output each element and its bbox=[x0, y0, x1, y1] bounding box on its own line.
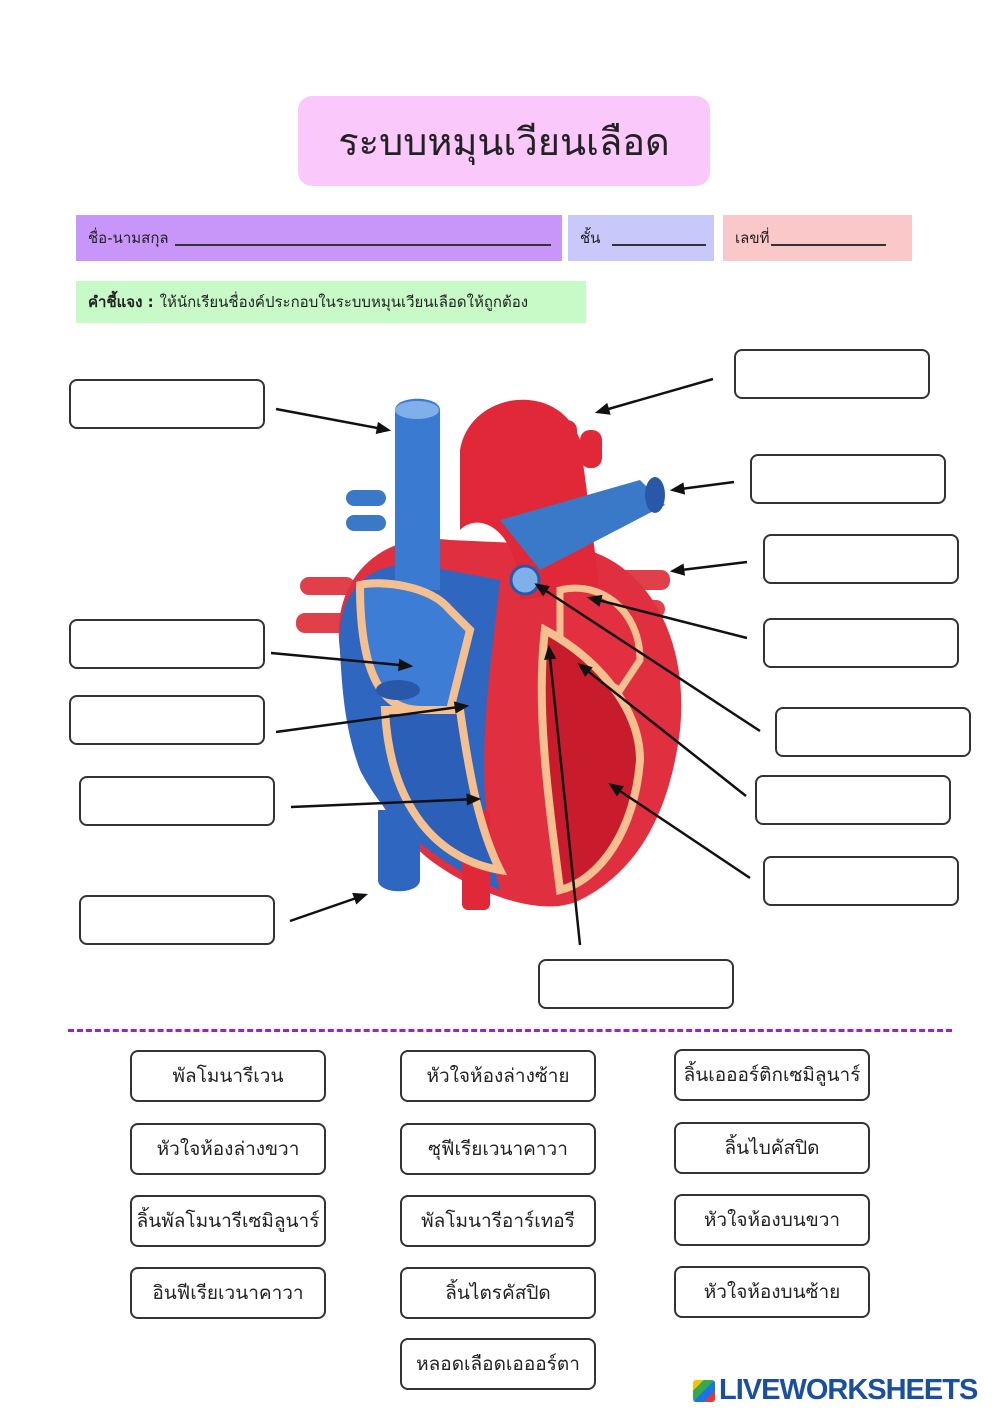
arrowhead bbox=[375, 421, 392, 434]
class-field: ชั้น bbox=[568, 215, 714, 261]
logo-cube-icon bbox=[693, 1379, 715, 1402]
number-field: เลขที่ bbox=[723, 215, 912, 261]
pointer-arrows bbox=[270, 377, 761, 946]
arrow bbox=[290, 797, 479, 809]
logo-text: LIVEWORKSHEETS bbox=[719, 1374, 978, 1406]
number-line bbox=[771, 230, 887, 246]
instructions: คำชี้แจง : ให้นักเรียนชื่องค์ประกอบในระบ… bbox=[76, 281, 586, 323]
arrowhead bbox=[352, 892, 369, 905]
word-card[interactable]: ลิ้นพัลโมนารีเซมิลูนาร์ bbox=[130, 1195, 326, 1247]
word-card[interactable]: ซุฟีเรียเวนาคาวา bbox=[400, 1123, 596, 1175]
name-label: ชื่อ-นามสกุล bbox=[88, 229, 169, 247]
arrow bbox=[589, 596, 748, 640]
word-card[interactable]: หัวใจห้องล่างซ้าย bbox=[400, 1050, 596, 1102]
arrow bbox=[610, 783, 751, 880]
instructions-label: คำชี้แจง : bbox=[88, 293, 154, 311]
word-card[interactable]: หัวใจห้องล่างขวา bbox=[130, 1123, 326, 1175]
answer-box-8[interactable] bbox=[763, 534, 959, 584]
class-label: ชั้น bbox=[580, 229, 601, 247]
answer-box-11[interactable] bbox=[755, 775, 951, 825]
arrow bbox=[289, 893, 366, 923]
liveworksheets-logo: LIVEWORKSHEETS bbox=[693, 1374, 978, 1407]
arrowhead bbox=[544, 644, 557, 660]
answer-box-3[interactable] bbox=[69, 695, 265, 745]
arrow bbox=[547, 647, 582, 946]
arrowhead bbox=[577, 663, 593, 677]
answer-box-1[interactable] bbox=[69, 379, 265, 429]
arrowhead bbox=[398, 658, 414, 672]
class-line bbox=[612, 230, 707, 246]
arrowhead bbox=[594, 402, 611, 415]
arrow bbox=[579, 664, 747, 797]
arrowhead bbox=[453, 701, 470, 714]
arrowhead bbox=[669, 482, 686, 495]
answer-box-5[interactable] bbox=[79, 895, 275, 945]
name-field: ชื่อ-นามสกุล bbox=[76, 215, 562, 261]
arrow bbox=[536, 583, 761, 733]
arrowhead bbox=[608, 783, 624, 797]
answer-box-10[interactable] bbox=[775, 707, 971, 757]
heart-diagram bbox=[270, 377, 761, 946]
arrowhead bbox=[669, 563, 686, 576]
arrow bbox=[275, 407, 389, 432]
arrowhead bbox=[534, 583, 550, 597]
instructions-text: ให้นักเรียนชื่องค์ประกอบในระบบหมุนเวียนเ… bbox=[159, 293, 529, 311]
word-card[interactable]: พัลโมนารีเวน bbox=[130, 1050, 326, 1102]
number-label: เลขที่ bbox=[735, 229, 770, 247]
word-card[interactable]: ลิ้นไบคัสปิด bbox=[674, 1122, 870, 1174]
page-title: ระบบหมุนเวียนเลือด bbox=[298, 96, 710, 186]
answer-box-7[interactable] bbox=[750, 454, 946, 504]
word-card[interactable]: หลอดเลือดเอออร์ตา bbox=[400, 1338, 596, 1390]
answer-box-9[interactable] bbox=[763, 618, 959, 668]
section-divider bbox=[68, 1029, 952, 1032]
answer-box-4[interactable] bbox=[79, 776, 275, 826]
answer-box-6[interactable] bbox=[734, 349, 930, 399]
word-card[interactable]: พัลโมนารีอาร์เทอรี bbox=[400, 1195, 596, 1247]
word-card[interactable]: หัวใจห้องบนซ้าย bbox=[674, 1266, 870, 1318]
answer-box-12[interactable] bbox=[763, 856, 959, 906]
arrowhead bbox=[466, 793, 482, 806]
answer-box-2[interactable] bbox=[69, 619, 265, 669]
arrow bbox=[672, 560, 748, 573]
heart-illustration bbox=[296, 398, 682, 910]
arrow bbox=[275, 704, 467, 734]
word-card[interactable]: ลิ้นไตรคัสปิด bbox=[400, 1267, 596, 1319]
arrow bbox=[597, 377, 714, 414]
word-card[interactable]: ลิ้นเอออร์ติกเซมิลูนาร์ bbox=[674, 1049, 870, 1101]
answer-box-13[interactable] bbox=[538, 959, 734, 1009]
word-card[interactable]: หัวใจห้องบนขวา bbox=[674, 1194, 870, 1246]
name-line bbox=[174, 230, 551, 246]
arrowhead bbox=[586, 594, 603, 607]
arrow bbox=[270, 651, 411, 668]
word-card[interactable]: อินฟีเรียเวนาคาวา bbox=[130, 1267, 326, 1319]
